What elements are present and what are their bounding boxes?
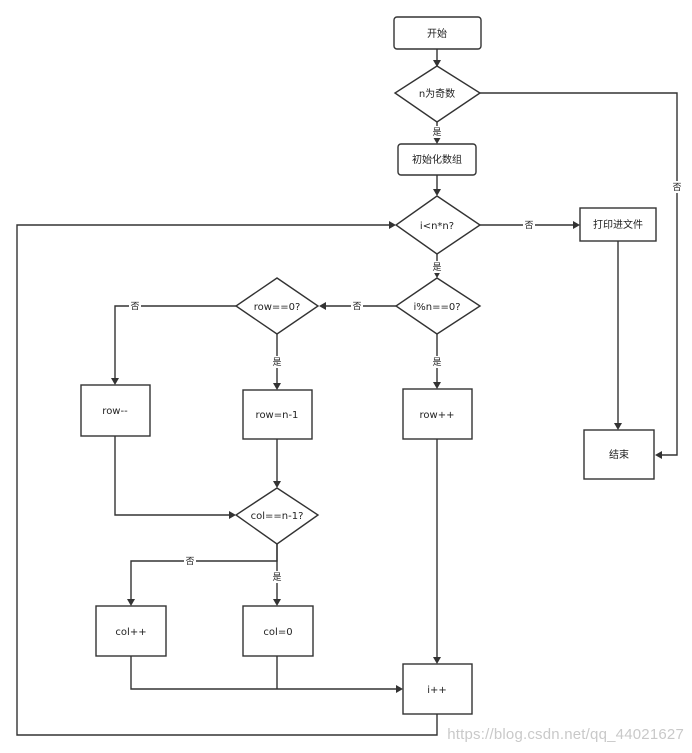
node-col-check — [234, 487, 320, 545]
node-col-inc — [95, 605, 167, 657]
edge-labels: 是 否 否 是 否 否 是 是 否 是 — [129, 126, 683, 583]
arrowhead — [273, 481, 281, 488]
edge-row-dec-to-col-check — [114, 436, 229, 516]
arrowhead — [111, 378, 119, 385]
node-loop-cond-label: i<n*n? — [420, 221, 454, 232]
node-row-dec — [80, 384, 151, 437]
node-i-inc — [402, 663, 473, 715]
arrowhead — [229, 511, 236, 519]
label-no-col-inc: 否 — [185, 556, 194, 567]
edge-i-inc-to-loop — [16, 224, 438, 736]
edge-row-zero-to-row-dec — [114, 305, 236, 378]
node-row-inc — [402, 388, 473, 440]
arrowhead — [127, 599, 135, 606]
node-col-check-label: col==n-1? — [251, 511, 304, 522]
node-print-file-label: 打印进文件 — [593, 218, 643, 231]
arrowhead — [389, 221, 396, 229]
node-n-odd — [393, 65, 482, 123]
arrowhead — [319, 302, 326, 310]
node-row-dec-label: row-- — [102, 406, 128, 417]
node-print-file — [579, 207, 657, 242]
node-row-zero-label: row==0? — [254, 302, 301, 313]
node-start-label: 开始 — [427, 27, 447, 40]
node-n-odd-label: n为奇数 — [419, 87, 455, 100]
arrowhead — [433, 60, 441, 67]
arrowhead — [396, 685, 403, 693]
node-init-array — [397, 143, 477, 176]
arrowhead — [273, 599, 281, 606]
arrowhead — [614, 423, 622, 430]
node-mod-check — [394, 277, 482, 335]
node-start — [393, 16, 482, 50]
node-init-array-label: 初始化数组 — [412, 153, 462, 166]
arrowhead — [273, 383, 281, 390]
node-i-inc-label: i++ — [427, 685, 447, 696]
edge-col-check-to-col-inc — [130, 544, 278, 599]
label-yes-col-zero: 是 — [272, 572, 281, 583]
label-no-end: 否 — [672, 182, 681, 193]
nodes: 开始 n为奇数 初始化数组 i<n*n? 打印进文件 i%n==0? row==… — [80, 16, 657, 715]
label-no-row-dec: 否 — [130, 301, 139, 312]
node-col-zero — [242, 605, 314, 657]
node-row-set-label: row=n-1 — [256, 410, 299, 421]
node-loop-cond — [394, 195, 482, 255]
node-row-inc-label: row++ — [420, 410, 455, 421]
node-col-inc-label: col++ — [115, 627, 146, 638]
arrowhead — [433, 137, 441, 144]
node-end-label: 结束 — [609, 448, 629, 461]
arrowhead — [433, 657, 441, 664]
node-mod-check-label: i%n==0? — [413, 302, 460, 313]
node-end — [583, 429, 655, 480]
label-yes-row-inc: 是 — [432, 357, 441, 368]
node-row-set — [242, 389, 313, 440]
arrowhead — [433, 189, 441, 196]
edge-n-odd-to-end — [480, 92, 678, 456]
arrowhead — [433, 382, 441, 389]
label-no-print: 否 — [524, 220, 533, 231]
arrowhead — [573, 221, 580, 229]
label-yes-init: 是 — [432, 127, 441, 138]
arrowhead — [655, 451, 662, 459]
label-yes-mod: 是 — [432, 262, 441, 273]
label-yes-row-set: 是 — [272, 357, 281, 368]
watermark: https://blog.csdn.net/qq_44021627 — [447, 726, 684, 743]
node-row-zero — [234, 277, 320, 335]
label-no-row-zero: 否 — [352, 301, 361, 312]
edge-col-inc-to-i-inc — [130, 656, 396, 690]
node-col-zero-label: col=0 — [263, 627, 292, 638]
